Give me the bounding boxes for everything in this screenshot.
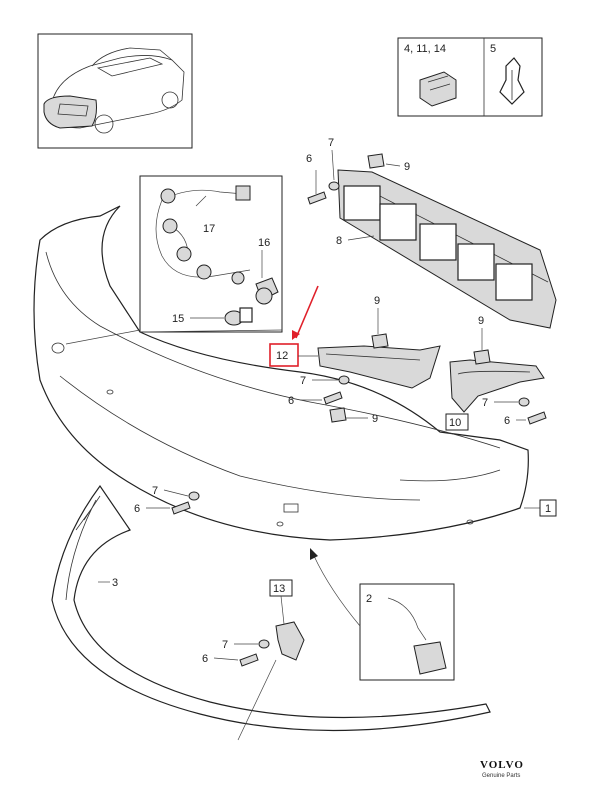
tow-cover-inset: 2: [310, 548, 455, 681]
brand-tagline: Genuine Parts: [482, 773, 520, 779]
impact-absorber: [337, 169, 557, 329]
lower-spoiler: [51, 484, 491, 732]
label-12: 12: [276, 350, 288, 362]
volvo-genuine-parts-logo: VOLVO Genuine Parts: [480, 759, 524, 779]
label-3: 3: [112, 577, 118, 589]
label-9-bracket12: 9: [374, 295, 380, 307]
legend-label-5: 5: [490, 43, 496, 55]
label-9-lower: 9: [372, 413, 378, 425]
clip-nut-icon: [419, 71, 457, 107]
legend-label-4-11-14: 4, 11, 14: [404, 43, 446, 55]
label-13: 13: [273, 583, 285, 595]
label-9-bracket10: 9: [478, 315, 484, 327]
label-2: 2: [366, 593, 372, 605]
bracket-12: 12: [269, 285, 441, 389]
clip-legend-box: 4, 11, 14 5: [397, 37, 543, 117]
label-6-bracket13: 6: [202, 653, 208, 665]
bumper-cover: [33, 205, 529, 541]
label-7-left: 7: [152, 485, 158, 497]
label-6-left: 6: [134, 503, 140, 515]
bracket-10: 10: [445, 359, 545, 431]
label-7-top: 7: [328, 137, 334, 149]
label-15: 15: [172, 313, 184, 325]
car-overview-thumbnail: [37, 33, 193, 149]
label-6-bracket10: 6: [504, 415, 510, 427]
label-10: 10: [449, 417, 461, 429]
label-9-top: 9: [404, 161, 410, 173]
label-6-bracket12: 6: [288, 395, 294, 407]
label-17: 17: [203, 223, 215, 235]
label-7-bracket12: 7: [300, 375, 306, 387]
label-7-bracket13: 7: [222, 639, 228, 651]
harness-inset: 17 16 15: [139, 175, 283, 333]
label-16: 16: [258, 237, 270, 249]
fasteners: [146, 149, 547, 667]
bracket-13: 13: [237, 579, 305, 741]
label-8: 8: [336, 235, 342, 247]
label-6-top: 6: [306, 153, 312, 165]
label-7-bracket10: 7: [482, 397, 488, 409]
label-1: 1: [545, 503, 551, 515]
brand-name: VOLVO: [480, 759, 524, 771]
